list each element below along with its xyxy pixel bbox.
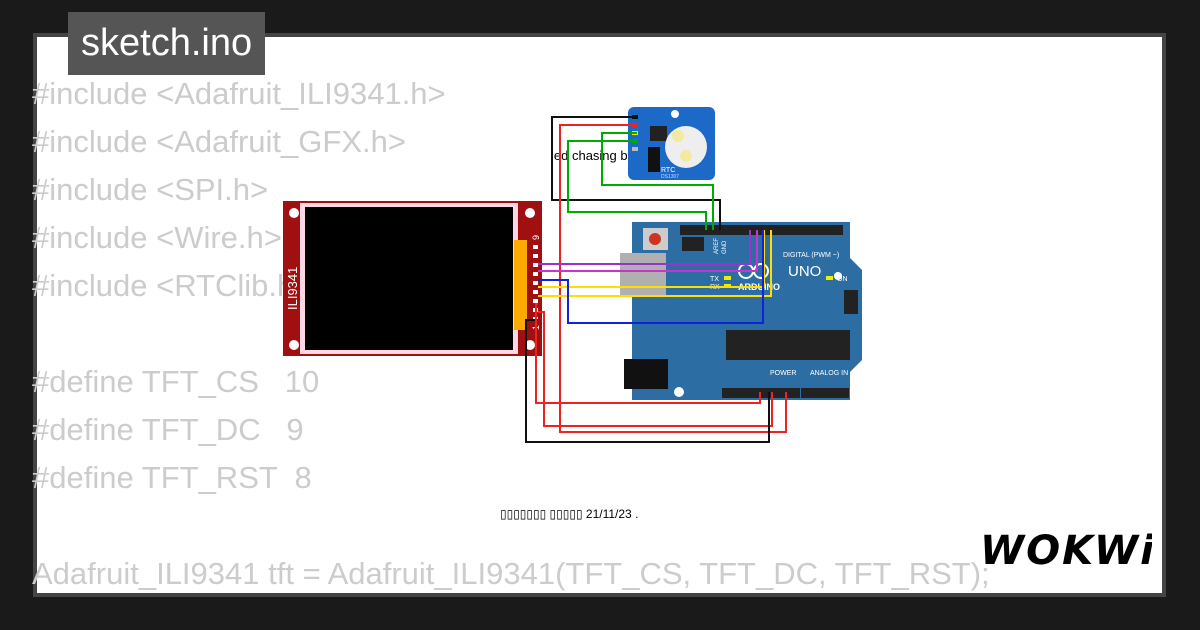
wire-led-display[interactable] (535, 303, 761, 404)
digital-label: DIGITAL (PWM ~) (783, 252, 839, 259)
wokwi-logo-text: WOKWi (980, 528, 1152, 574)
wire-scl-rtc[interactable] (601, 132, 714, 230)
code-line: #include <Adafruit_ILI9341.h> (32, 76, 446, 111)
wokwi-logo: WOKWi (980, 528, 1152, 574)
digital-header (680, 225, 843, 235)
rtc-module[interactable]: RTC DS1307 (628, 107, 715, 180)
mount-hole (525, 340, 535, 350)
display-connector (514, 240, 527, 330)
code-line: #define TFT_DC 9 (32, 412, 304, 447)
rtc-crystal (648, 147, 660, 172)
aref-label: AREF (714, 238, 720, 254)
mount-hole (289, 208, 299, 218)
arduino-uno[interactable]: UNO ARDUINO DIGITAL (PWM ~) POWER ANALOG… (620, 222, 862, 400)
icsp2-header (844, 290, 858, 314)
rtc-battery-contact (672, 130, 684, 142)
rtc-pin[interactable] (632, 147, 638, 151)
wire-dc[interactable] (538, 230, 758, 272)
display-pin[interactable] (533, 290, 538, 294)
mount-hole (289, 340, 299, 350)
wire-vcc-rtc[interactable] (559, 124, 787, 433)
star-icon (671, 110, 679, 118)
display-pin[interactable] (533, 272, 538, 276)
rtc-label: RTC (661, 167, 675, 174)
display-label: ILI9341 (285, 267, 300, 310)
mount-hole (834, 272, 842, 280)
wire-cs[interactable] (538, 230, 751, 265)
icsp-header (682, 237, 704, 251)
code-line: #define TFT_RST 8 (32, 460, 312, 495)
on-led (826, 276, 833, 280)
ili9341-display[interactable]: ILI9341 9 1 (283, 201, 542, 356)
wire-sda-rtc[interactable] (567, 140, 707, 230)
wire-mosi[interactable] (538, 230, 772, 297)
display-pin[interactable] (533, 263, 538, 267)
wire-sck[interactable] (538, 230, 764, 324)
mount-hole (525, 208, 535, 218)
rtc-chip (650, 126, 667, 141)
analog-header (801, 388, 849, 398)
tx-led (724, 276, 731, 280)
code-editor[interactable]: #include <Adafruit_ILI9341.h> #include <A… (32, 70, 990, 598)
gnd-label: GND (722, 240, 728, 254)
usb-port (620, 253, 666, 295)
diagram-caption-bottom: ▯▯▯▯▯▯▯ ▯▯▯▯▯ 21/11/23 . (500, 507, 638, 521)
mount-hole (674, 387, 684, 397)
tx-label: TX (710, 276, 719, 283)
display-pin-label-top: 9 (531, 235, 541, 240)
analog-label: ANALOG IN (810, 370, 848, 377)
power-label: POWER (770, 370, 796, 377)
on-label: ON (837, 276, 848, 283)
reset-button[interactable] (649, 233, 661, 245)
atmega-chip (726, 330, 850, 360)
display-pin[interactable] (533, 281, 538, 285)
file-tab[interactable]: sketch.ino (68, 12, 266, 75)
wire-gnd-display[interactable] (525, 319, 770, 443)
uno-label: UNO (788, 263, 821, 280)
wire-vcc-display[interactable] (538, 311, 773, 427)
code-line: #include <SPI.h> (32, 172, 269, 207)
power-jack (624, 359, 668, 389)
display-screen (305, 207, 513, 350)
code-line: #define TFT_CS 10 (32, 364, 320, 399)
code-line: #include <Wire.h> (32, 220, 282, 255)
preview-card (33, 33, 1166, 597)
rtc-chip-label: DS1307 (661, 174, 679, 180)
wires[interactable] (525, 116, 787, 443)
code-line: Adafruit_ILI9341 tft = Adafruit_ILI9341(… (32, 556, 990, 591)
rtc-battery-contact (680, 150, 692, 162)
display-pin[interactable] (533, 254, 538, 258)
wire-gnd-rtc[interactable] (551, 116, 721, 230)
code-line: #include <Adafruit_GFX.h> (32, 124, 406, 159)
display-pin[interactable] (533, 245, 538, 249)
display-pin[interactable] (533, 299, 538, 303)
